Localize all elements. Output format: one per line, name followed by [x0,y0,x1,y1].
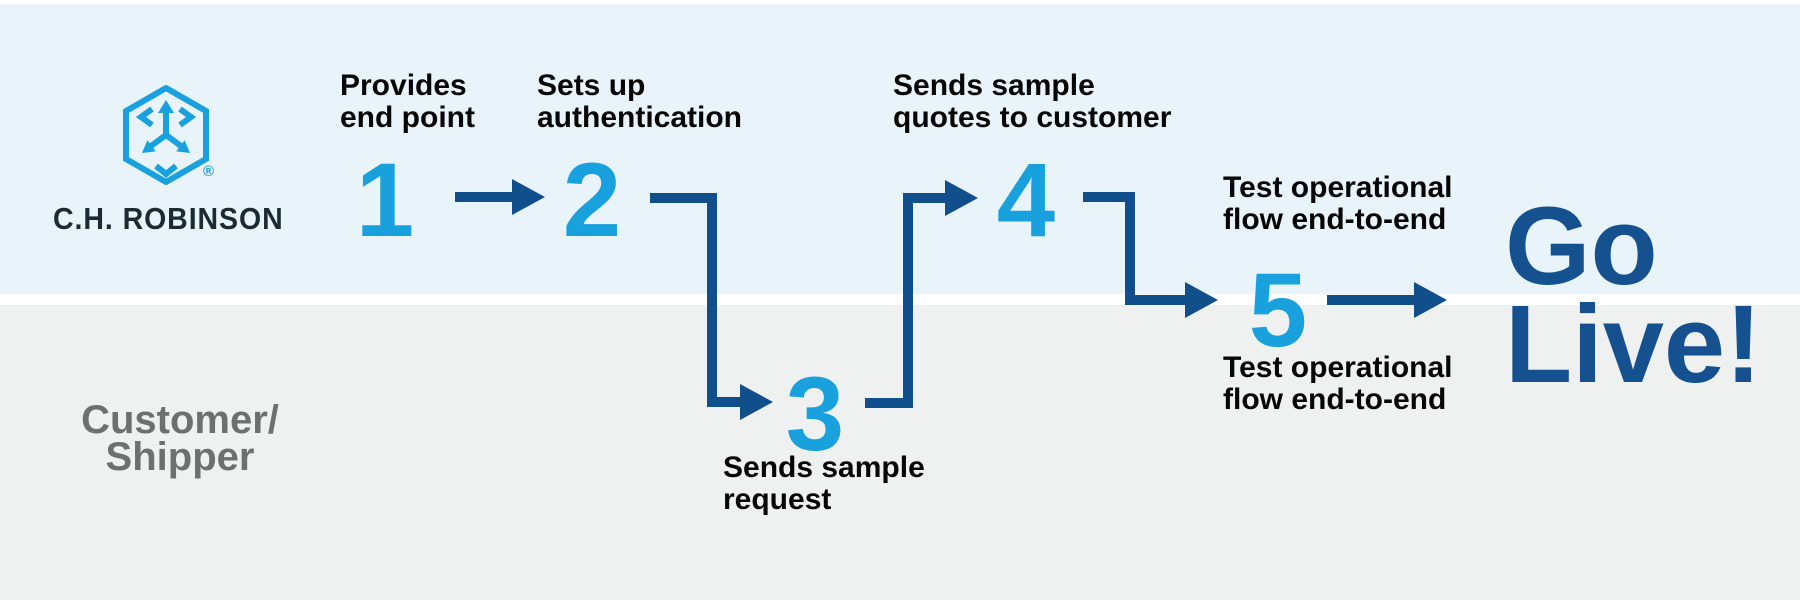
step1-number: 1 [355,142,415,259]
go-live-line1: Go [1505,185,1658,308]
step2-number: 2 [562,142,622,259]
customer-shipper-lane-band [0,305,1800,600]
arrow-step3-to-step4-head [945,180,978,216]
step5-label-bottom: Test operational flow end-to-end [1223,352,1452,416]
go-live-line2: Live! [1505,283,1762,406]
brand-wordmark: C.H. ROBINSON [53,201,284,236]
step3-label-line1: Sends sample [723,451,925,484]
step5-label-top: Test operational flow end-to-end [1223,172,1452,236]
step3-label-line2: request [723,483,832,516]
logo-arrow-se-head [176,140,190,153]
logo-chevron-right [178,106,197,128]
chrobinson-logo-icon [123,85,209,185]
step5-label-top-line2: flow end-to-end [1223,203,1447,236]
step1-label-line1: Provides [340,69,467,102]
customer-lane-line2: Shipper [105,435,255,479]
step2-label-line1: Sets up [537,69,646,102]
logo-chevron-bottom [154,163,178,178]
arrow-step5-to-golive-head [1414,282,1447,318]
arrow-step1-to-step2-head [512,179,545,215]
arrow-step4-to-step5-head [1185,282,1218,318]
step4-label: Sends sample quotes to customer [893,70,1171,134]
registered-trademark: ® [203,163,215,180]
step2-label: Sets up authentication [537,70,742,134]
step5-label-bottom-line1: Test operational [1223,351,1453,384]
step4-label-line1: Sends sample [893,69,1095,102]
go-live-text: Go Live! [1505,192,1762,400]
step3-label: Sends sample request [723,452,925,516]
arrow-step2-to-step3 [650,193,740,407]
logo-arrow-sw [149,132,168,149]
customer-lane-line1: Customer/ [81,398,279,442]
step2-label-line2: authentication [537,101,743,134]
step5-label-bottom-line2: flow end-to-end [1223,383,1447,416]
step4-label-line2: quotes to customer [893,101,1172,134]
step5-label-top-line1: Test operational [1223,171,1453,204]
logo-hexagon [123,85,209,185]
step5-number: 5 [1248,252,1308,369]
customer-shipper-lane-label: Customer/ Shipper [40,400,320,479]
arrow-step4-to-step5 [1083,192,1185,305]
step1-label-line2: end point [340,101,475,134]
arrow-step3-to-step4 [865,193,945,408]
chrobinson-lane-band [0,4,1800,294]
step3-number: 3 [785,356,845,473]
logo-chevron-left [135,106,154,128]
step4-number: 4 [996,142,1056,259]
step1-label: Provides end point [340,70,475,134]
arrow-step2-to-step3-head [740,384,773,420]
logo-arrow-sw-head [142,140,156,153]
logo-arrow-se [164,132,183,149]
logo-arrow-up-head [158,100,174,113]
